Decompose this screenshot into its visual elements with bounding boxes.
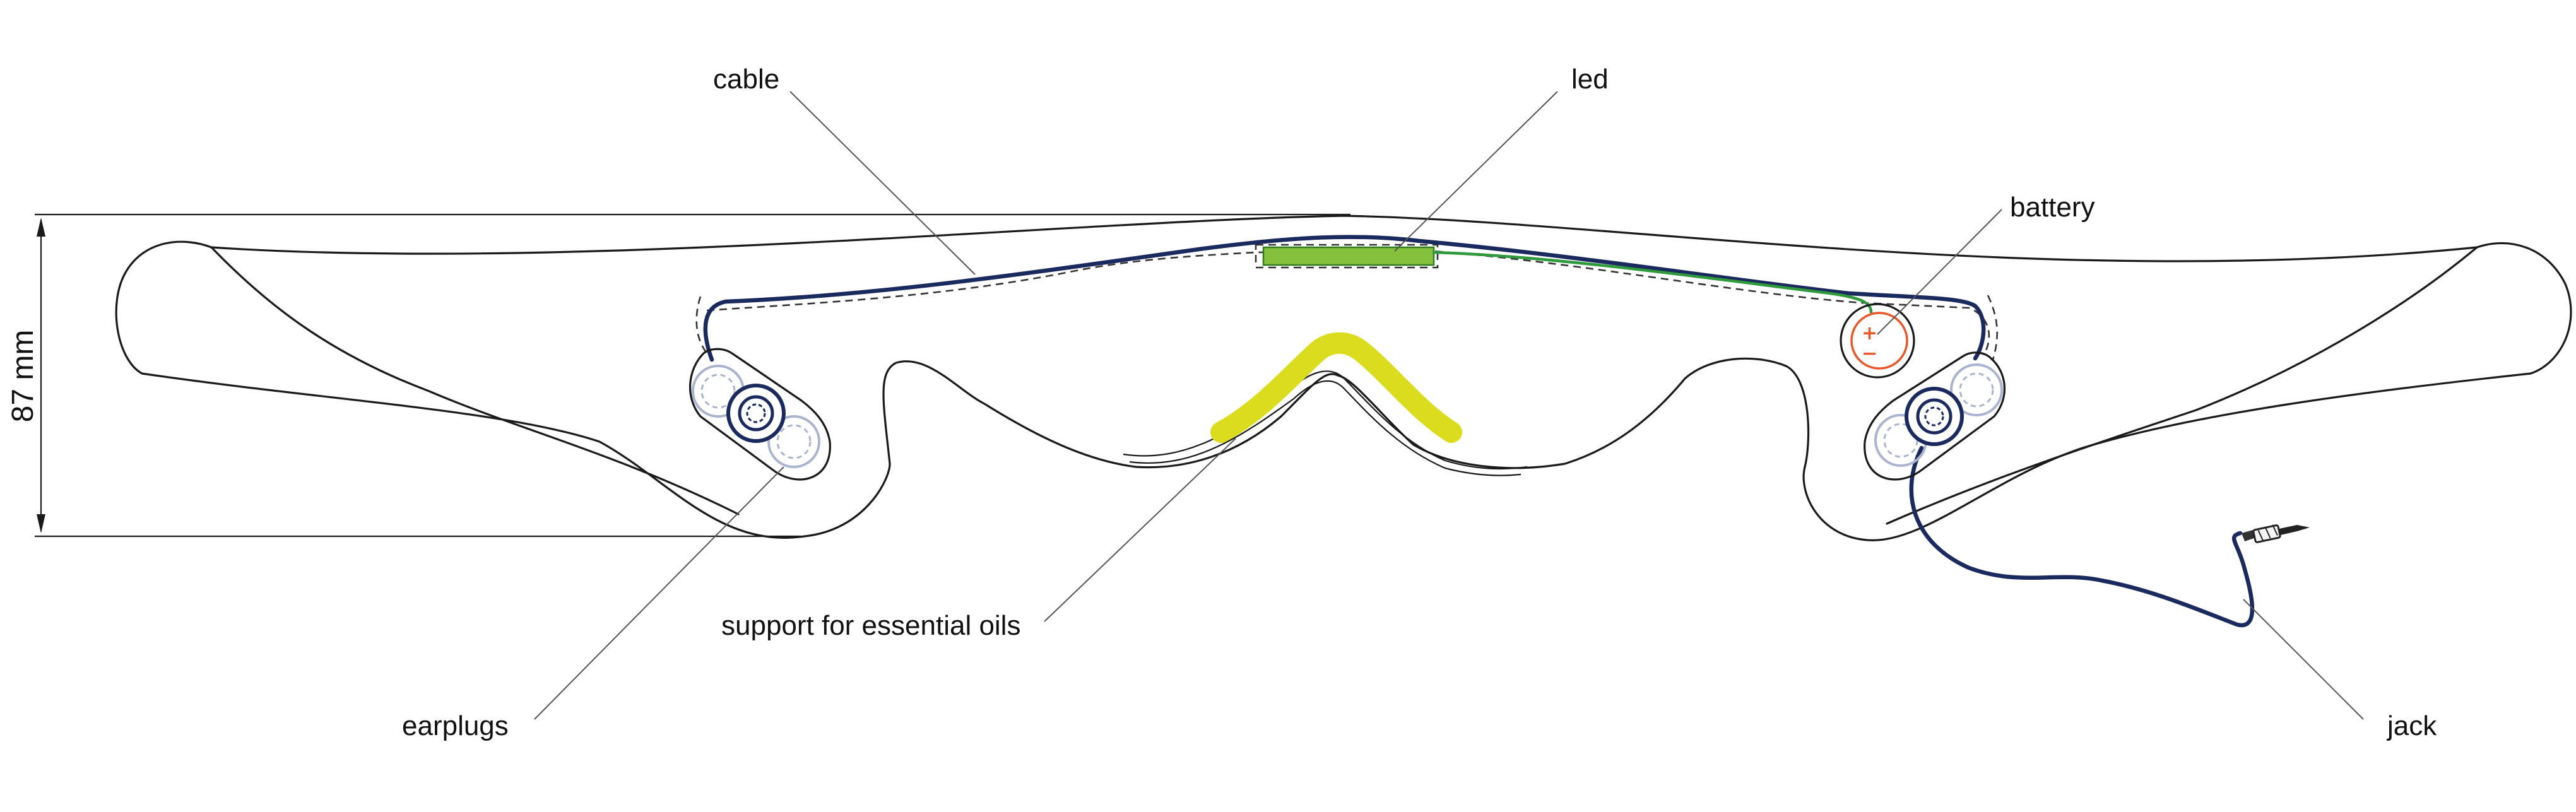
label-cable: cable [713, 64, 779, 95]
height-dimension: 87 mm [6, 213, 1350, 538]
label-jack: jack [2386, 710, 2437, 741]
callout-labels: cable led battery support for essential … [402, 64, 2437, 741]
leader-lines [534, 91, 2364, 720]
earplug-left [688, 348, 831, 481]
led-wire [1432, 250, 1873, 314]
height-dimension-label: 87 mm [6, 330, 40, 423]
label-led: led [1571, 64, 1609, 95]
led-strip [1255, 244, 1439, 269]
battery-cell-icon: + − [1840, 303, 1915, 379]
battery-plus-symbol: + [1862, 322, 1877, 344]
mask-outline [115, 215, 2572, 541]
earplug-right [1864, 351, 2006, 481]
oil-pad [1210, 332, 1462, 443]
led-body [1262, 246, 1435, 266]
earplug-icon [1874, 363, 2003, 467]
label-support: support for essential oils [721, 610, 1020, 641]
label-earplugs: earplugs [402, 710, 509, 741]
cable [703, 235, 2255, 628]
battery-minus-symbol: − [1862, 343, 1877, 365]
audio-jack-icon [2242, 524, 2310, 543]
earplug-icon [692, 365, 820, 468]
label-battery: battery [2010, 192, 2095, 223]
essential-oil-support [1210, 332, 1462, 443]
